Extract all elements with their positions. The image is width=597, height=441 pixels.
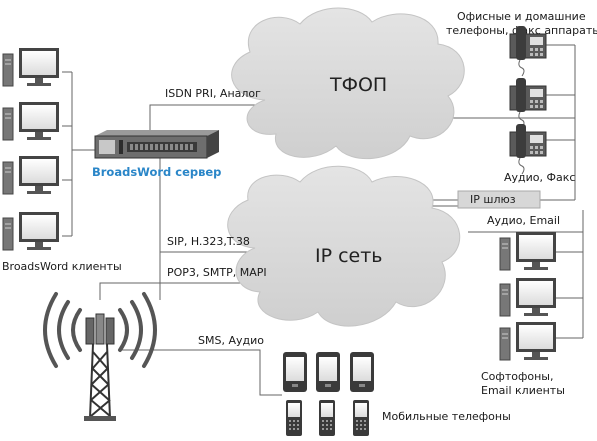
- office-phones-label-line1: Офисные и домашние: [457, 10, 586, 23]
- desk-phone-icon: [509, 124, 547, 175]
- mobile-phone-icon: [350, 352, 374, 392]
- computer-icon: [499, 278, 556, 317]
- mobile-phone-icon: [316, 352, 340, 392]
- pop3-label: POP3, SMTP, MAPI: [167, 266, 267, 279]
- mobile-phone-icon: [283, 352, 307, 392]
- ip-gateway-label: IP шлюз: [470, 193, 516, 206]
- ip-cloud: [227, 165, 461, 327]
- computer-icon: [2, 156, 59, 195]
- pstn-cloud: [231, 7, 465, 160]
- mobile-phone-icon: [286, 400, 302, 436]
- softphones-label-line2: Email клиенты: [481, 384, 565, 397]
- server-icon: [94, 130, 219, 159]
- cell-tower-icon: [43, 292, 157, 421]
- mobile-phone-icon: [353, 400, 369, 436]
- computer-icon: [499, 322, 556, 361]
- pstn-cloud-label: ТФОП: [329, 74, 387, 96]
- client-computers: [2, 48, 59, 251]
- server-label: BroadsWord сервер: [92, 165, 221, 179]
- computer-icon: [499, 232, 556, 271]
- computer-icon: [2, 212, 59, 251]
- mobile-phones: [283, 352, 374, 436]
- desk-phone-icon: [509, 78, 547, 129]
- mobile-label: Мобильные телефоны: [382, 410, 511, 423]
- sip-label: SIP, H.323,T.38: [167, 235, 250, 248]
- mobile-phone-icon: [319, 400, 335, 436]
- computer-icon: [2, 102, 59, 141]
- computer-icon: [2, 48, 59, 87]
- audio-email-label: Аудио, Email: [487, 214, 560, 227]
- audio-fax-label: Аудио, Факс: [504, 171, 575, 184]
- ip-gateway: IP шлюз: [457, 190, 541, 209]
- connection-lines: [62, 44, 584, 396]
- isdn-label: ISDN PRI, Аналог: [165, 87, 261, 100]
- office-phones: [509, 26, 547, 175]
- softphone-computers: [499, 232, 556, 361]
- desk-phone-icon: [509, 26, 547, 77]
- clients-label: BroadsWord клиенты: [2, 260, 122, 273]
- ip-cloud-label: IP сеть: [315, 245, 383, 267]
- softphones-label-line1: Софтофоны,: [481, 370, 553, 383]
- sms-label: SMS, Аудио: [198, 334, 264, 347]
